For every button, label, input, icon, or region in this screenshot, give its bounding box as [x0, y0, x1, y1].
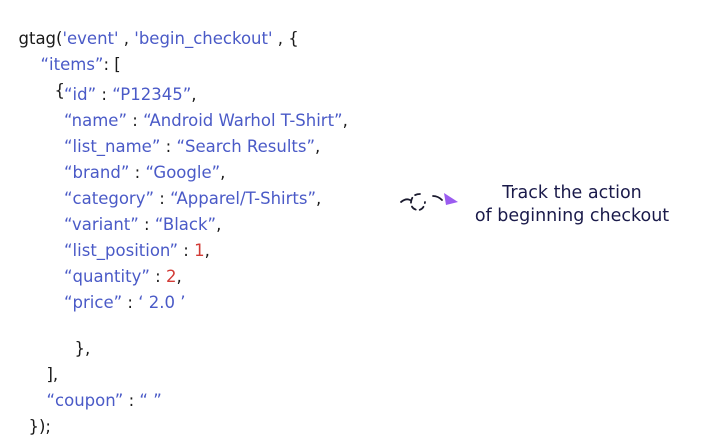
field-value: 2 [165, 267, 177, 286]
field-line: “id” : “P12345”, [64, 84, 197, 106]
field-line: “list_position” : 1, [64, 240, 210, 262]
field-value: “P12345” [112, 85, 192, 104]
object-open-brace: { [54, 81, 66, 100]
field-value: “Black” [154, 215, 217, 234]
coupon-value: “ ” [139, 391, 162, 410]
field-key: “category” [64, 189, 155, 208]
code-line-close: }); [18, 394, 52, 438]
function-name: gtag( [18, 29, 63, 48]
field-key: “price” [64, 293, 123, 312]
field-comma: , [315, 137, 321, 156]
field-colon: : [138, 215, 155, 234]
event-arg: 'event' [62, 29, 119, 48]
field-comma: , [220, 163, 226, 182]
field-colon: : [96, 85, 113, 104]
annotation-note: Track the action of beginning checkout [462, 182, 682, 228]
annotation-line-2: of beginning checkout [474, 206, 670, 226]
field-line: “variant” : “Black”, [64, 214, 221, 236]
items-open: : [ [103, 55, 121, 74]
field-colon: : [154, 189, 171, 208]
field-key: “brand” [64, 163, 130, 182]
field-value: “Search Results” [176, 137, 316, 156]
field-value: 1 [194, 241, 205, 260]
field-value: “Apparel/T-Shirts” [170, 189, 317, 208]
field-colon: : [160, 137, 177, 156]
field-colon: : [127, 111, 144, 130]
field-value: “Android Warhol T-Shirt” [143, 111, 343, 130]
code-line-items-close: ], [36, 342, 59, 386]
code-line-gtag: gtag('event' , 'begin_checkout' , { [8, 6, 299, 50]
items-key: “items” [40, 55, 104, 74]
field-key: “list_position” [64, 241, 179, 260]
field-colon: : [149, 267, 166, 286]
field-key: “list_name” [64, 137, 161, 156]
field-colon: : [122, 293, 139, 312]
code-line-object-close: }, [64, 316, 91, 360]
code-line-items: “items”: [ [30, 32, 121, 76]
field-value: “Google” [145, 163, 221, 182]
open-brace: , { [272, 29, 299, 48]
field-line: “name” : “Android Warhol T-Shirt”, [64, 110, 348, 132]
annotation-line-1: Track the action [502, 183, 642, 203]
event-name-arg: 'begin_checkout' [134, 29, 273, 48]
field-value: ‘ 2.0 ’ [138, 293, 186, 312]
field-comma: , [191, 85, 197, 104]
curved-arrow-icon [400, 193, 458, 211]
field-comma: , [204, 241, 210, 260]
field-key: “variant” [64, 215, 139, 234]
field-key: “name” [64, 111, 127, 130]
field-colon: : [178, 241, 195, 260]
field-line: “price” : ‘ 2.0 ’ [64, 292, 185, 314]
code-line-coupon: “coupon” : “ ” [36, 368, 162, 412]
field-line: “list_name” : “Search Results”, [64, 136, 320, 158]
field-key: “quantity” [64, 267, 150, 286]
object-close-brace: }, [74, 339, 91, 358]
field-line: “brand” : “Google”, [64, 162, 225, 184]
code-line-object-open: { [44, 58, 66, 102]
field-comma: , [316, 189, 322, 208]
field-comma: , [176, 267, 182, 286]
separator: , [118, 29, 135, 48]
field-line: “quantity” : 2, [64, 266, 182, 288]
field-comma: , [216, 215, 222, 234]
field-key: “id” [64, 85, 97, 104]
field-line: “category” : “Apparel/T-Shirts”, [64, 188, 321, 210]
coupon-colon: : [123, 391, 140, 410]
coupon-key: “coupon” [46, 391, 124, 410]
items-close-bracket: ], [46, 365, 59, 384]
field-comma: , [342, 111, 348, 130]
field-colon: : [129, 163, 146, 182]
